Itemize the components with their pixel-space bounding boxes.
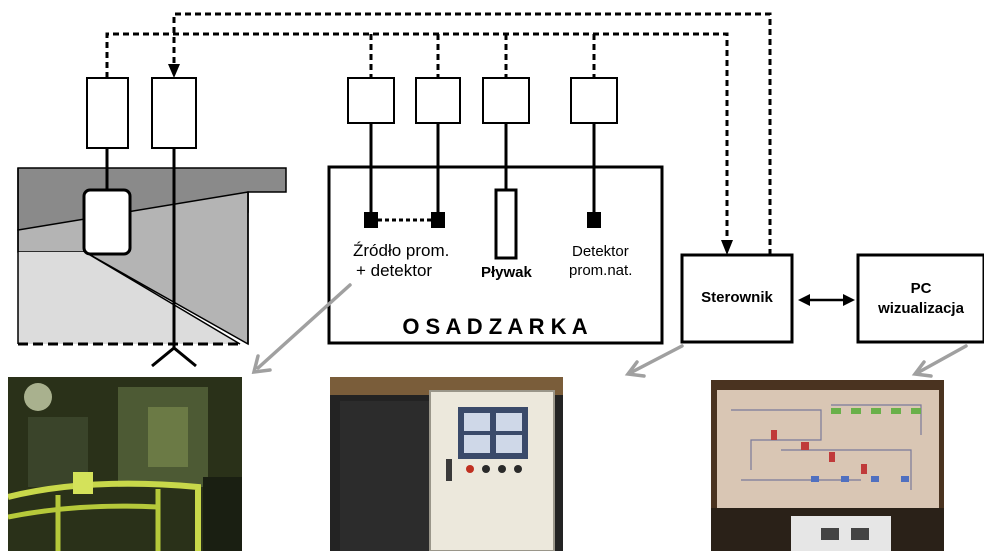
detector-square bbox=[431, 212, 445, 228]
natural-detector-label-2: prom.nat. bbox=[569, 262, 632, 279]
float-label: Pływak bbox=[481, 264, 533, 281]
controller-box bbox=[680, 253, 794, 344]
source-detector-label-2: + detektor bbox=[356, 261, 432, 280]
natural-detector-label-1: Detektor bbox=[572, 243, 629, 260]
hopper-sensor-box bbox=[82, 188, 132, 256]
signal-bus bbox=[105, 12, 772, 255]
plant-photo bbox=[8, 377, 242, 551]
gray-arrow-icon bbox=[624, 344, 684, 378]
gray-arrow-icon bbox=[251, 283, 352, 375]
float-body bbox=[494, 188, 518, 260]
hopper-probe-tip bbox=[151, 346, 197, 368]
hopper-box-2 bbox=[151, 77, 197, 149]
pc-label-1: PC bbox=[911, 280, 932, 297]
hopper-box-1 bbox=[86, 77, 129, 149]
natural-detector-square bbox=[587, 212, 601, 228]
bus-arrow-down-controller bbox=[721, 240, 733, 255]
bus-arrow-down-hopper bbox=[168, 64, 180, 78]
hopper-inner-fill bbox=[18, 252, 240, 344]
hopper bbox=[17, 148, 287, 368]
radiation-source-square bbox=[364, 212, 378, 228]
cabinet-photo bbox=[330, 377, 563, 551]
double-headed-arrow-icon bbox=[798, 294, 855, 306]
machine-box-2 bbox=[415, 77, 461, 124]
machine-box-1 bbox=[347, 77, 395, 124]
controller-label: Sterownik bbox=[701, 289, 773, 306]
machine-box-3 bbox=[482, 77, 530, 124]
control-panel-photo bbox=[711, 380, 944, 551]
pc-label-2: wizualizacja bbox=[877, 300, 965, 317]
source-detector-label-1: Źródło prom. bbox=[353, 241, 449, 260]
gray-arrow-icon bbox=[911, 344, 968, 378]
machine-title: O S A D Z A R K A bbox=[402, 314, 587, 339]
pc-box bbox=[856, 253, 984, 344]
machine-box-4 bbox=[570, 77, 618, 124]
